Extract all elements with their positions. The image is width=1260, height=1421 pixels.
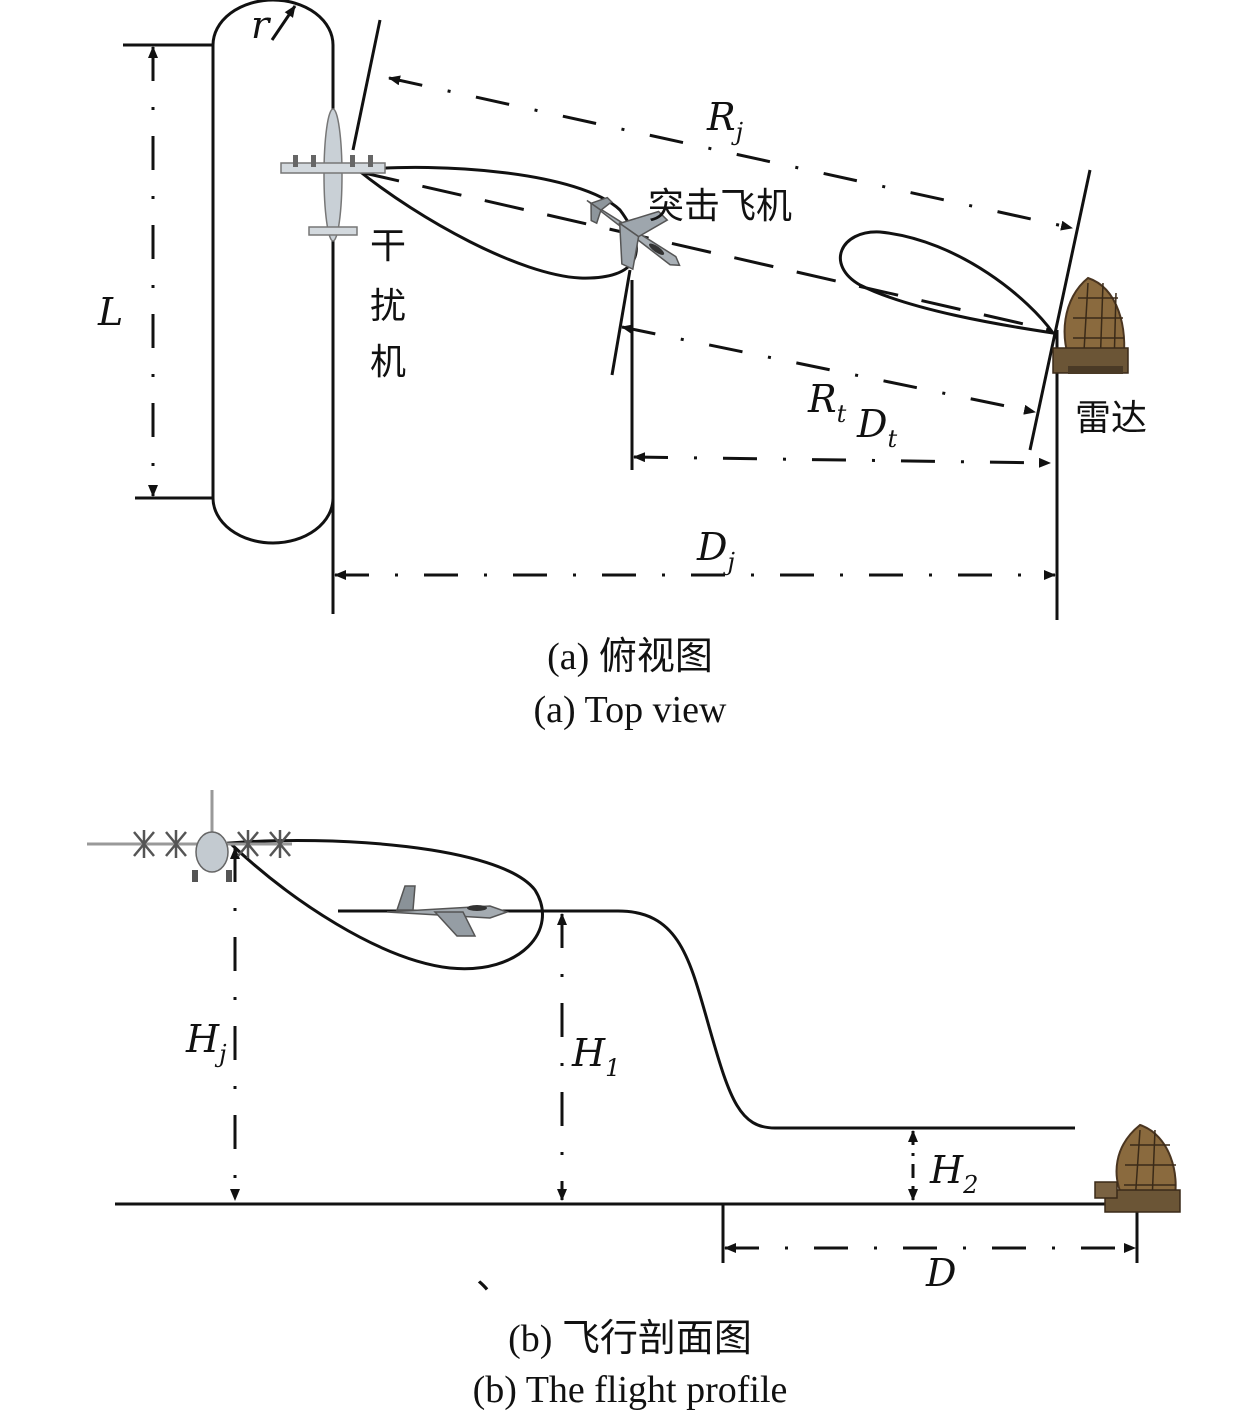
caption-top-view-en: (a) Top view xyxy=(534,689,727,731)
Rj-dimension-arrow xyxy=(388,75,1073,231)
attack-aircraft-icon xyxy=(586,196,681,271)
radar-icon xyxy=(1052,276,1129,374)
top-view: L r Rj Rt Dt Dj xyxy=(97,0,1147,731)
Rt-extension-attack xyxy=(610,269,632,376)
label-attack-aircraft: 突击飞机 xyxy=(648,186,792,227)
radar-antenna-lobe xyxy=(838,230,1057,336)
jammer-aircraft-icon xyxy=(280,108,386,242)
label-r: r xyxy=(251,3,272,47)
label-Rt: Rt xyxy=(807,377,847,428)
stray-mark: 、 xyxy=(476,1256,512,1297)
Rj-extension-jammer xyxy=(351,19,382,151)
caption-profile-en: (b) The flight profile xyxy=(473,1369,788,1411)
jammer-beam-lobe-profile xyxy=(226,838,544,971)
label-jammer-char-1: 干 xyxy=(370,226,406,267)
label-H2: H2 xyxy=(929,1148,978,1199)
label-H1: H1 xyxy=(571,1031,620,1082)
profile-view: Hj H1 H2 D 、 xyxy=(87,790,1181,1411)
attack-aircraft-side-icon xyxy=(386,885,510,937)
jammer-radar-line-of-sight xyxy=(359,170,1051,332)
label-Rj: Rj xyxy=(706,95,744,146)
Rt-dimension-arrow xyxy=(621,324,1036,415)
jammer-aircraft-front-icon xyxy=(87,790,292,882)
label-Hj: Hj xyxy=(185,1017,227,1068)
attack-aircraft-flight-path xyxy=(338,909,1075,1130)
label-jammer-char-2: 扰 xyxy=(370,286,406,327)
caption-profile-cn: (b) 飞行剖面图 xyxy=(508,1318,752,1360)
label-Dt: Dt xyxy=(856,402,897,453)
radius-arrow xyxy=(270,5,297,41)
caption-top-view-cn: (a) 俯视图 xyxy=(547,636,713,678)
label-D: D xyxy=(925,1251,956,1295)
jammer-orbit-racetrack xyxy=(211,0,335,545)
Dt-dimension-arrow xyxy=(633,452,1051,468)
radar-profile-icon xyxy=(1094,1123,1181,1213)
label-jammer-char-3: 机 xyxy=(370,342,406,383)
label-radar: 雷达 xyxy=(1075,398,1147,439)
label-Dj: Dj xyxy=(696,525,735,576)
Rj-extension-radar xyxy=(1028,169,1092,451)
label-L: L xyxy=(97,290,123,334)
